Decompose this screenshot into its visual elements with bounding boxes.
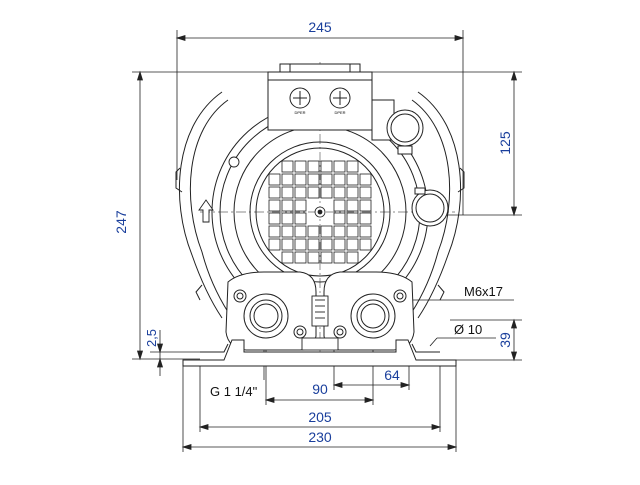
side-gland bbox=[411, 187, 449, 227]
dim-foot-spacing: 205 bbox=[308, 409, 332, 425]
grid-cell bbox=[307, 173, 320, 186]
grid-cell bbox=[307, 225, 320, 238]
grid-cell bbox=[346, 199, 359, 212]
terminal-box bbox=[267, 63, 373, 131]
grid-cell bbox=[281, 160, 294, 173]
terminal-label-right: DPER bbox=[334, 110, 345, 115]
grid-cell bbox=[294, 225, 307, 238]
grid-cell bbox=[281, 225, 294, 238]
mounting-feet bbox=[182, 339, 457, 367]
rotation-arrow-icon bbox=[198, 199, 214, 223]
grid-cell bbox=[346, 212, 359, 225]
grid-cell bbox=[294, 251, 307, 264]
grid-cell bbox=[320, 186, 333, 199]
grid-cell bbox=[294, 160, 307, 173]
fan-cover-grid bbox=[268, 160, 372, 264]
terminal-label-left: DPER bbox=[294, 110, 305, 115]
fan-hub bbox=[314, 206, 326, 218]
grid-cell bbox=[333, 238, 346, 251]
cable-gland bbox=[371, 99, 424, 155]
grid-cell bbox=[333, 186, 346, 199]
grid-cell bbox=[346, 173, 359, 186]
grid-cell bbox=[333, 225, 346, 238]
grid-cell bbox=[346, 160, 359, 173]
grid-cell bbox=[268, 173, 281, 186]
callout-port-thread: G 1 1/4" bbox=[210, 384, 258, 399]
center-drain bbox=[301, 295, 339, 351]
grid-cell bbox=[320, 160, 333, 173]
grid-cell bbox=[359, 173, 372, 186]
grid-cell bbox=[320, 225, 333, 238]
grid-cell bbox=[359, 199, 372, 212]
grid-cell bbox=[320, 238, 333, 251]
grid-cell bbox=[281, 238, 294, 251]
dim-width-total: 245 bbox=[308, 19, 332, 35]
dimension-lines bbox=[132, 30, 522, 452]
dim-port-offset: 64 bbox=[384, 367, 400, 383]
grid-cell bbox=[281, 199, 294, 212]
grid-cell bbox=[307, 251, 320, 264]
grid-cell bbox=[281, 251, 294, 264]
grid-cell bbox=[268, 199, 281, 212]
grid-cell bbox=[359, 186, 372, 199]
grid-cell bbox=[320, 173, 333, 186]
dim-foot-height: 39 bbox=[497, 332, 513, 348]
grid-cell bbox=[333, 160, 346, 173]
grid-cell bbox=[346, 186, 359, 199]
grid-cell bbox=[359, 212, 372, 225]
grid-cell bbox=[359, 238, 372, 251]
grid-cell bbox=[346, 238, 359, 251]
grid-cell bbox=[307, 186, 320, 199]
grid-cell bbox=[268, 238, 281, 251]
grid-cell bbox=[281, 186, 294, 199]
grid-cell bbox=[346, 251, 359, 264]
grid-cell bbox=[281, 212, 294, 225]
grid-cell bbox=[333, 199, 346, 212]
dim-port-spacing: 90 bbox=[312, 381, 328, 397]
port-flange-left bbox=[225, 271, 317, 351]
grid-cell bbox=[294, 186, 307, 199]
dim-base-offset: 2,5 bbox=[144, 329, 159, 347]
grid-cell bbox=[268, 212, 281, 225]
callout-mounting-thread: M6x17 bbox=[464, 284, 503, 299]
grid-cell bbox=[294, 238, 307, 251]
indicator-hole bbox=[228, 156, 240, 168]
grid-cell bbox=[268, 186, 281, 199]
dim-axis-height: 125 bbox=[497, 131, 513, 155]
grid-cell bbox=[281, 173, 294, 186]
grid-cell bbox=[307, 160, 320, 173]
grid-cell bbox=[320, 251, 333, 264]
grid-cell bbox=[294, 173, 307, 186]
grid-cell bbox=[294, 212, 307, 225]
callout-hole-diameter: Ø 10 bbox=[454, 322, 482, 337]
grid-cell bbox=[346, 225, 359, 238]
dim-height-total: 247 bbox=[113, 210, 129, 234]
grid-cell bbox=[333, 212, 346, 225]
grid-cell bbox=[294, 199, 307, 212]
grid-cell bbox=[307, 238, 320, 251]
grid-cell bbox=[333, 251, 346, 264]
dim-foot-width: 230 bbox=[308, 429, 332, 445]
grid-cell bbox=[359, 225, 372, 238]
grid-cell bbox=[333, 173, 346, 186]
grid-cell bbox=[268, 225, 281, 238]
